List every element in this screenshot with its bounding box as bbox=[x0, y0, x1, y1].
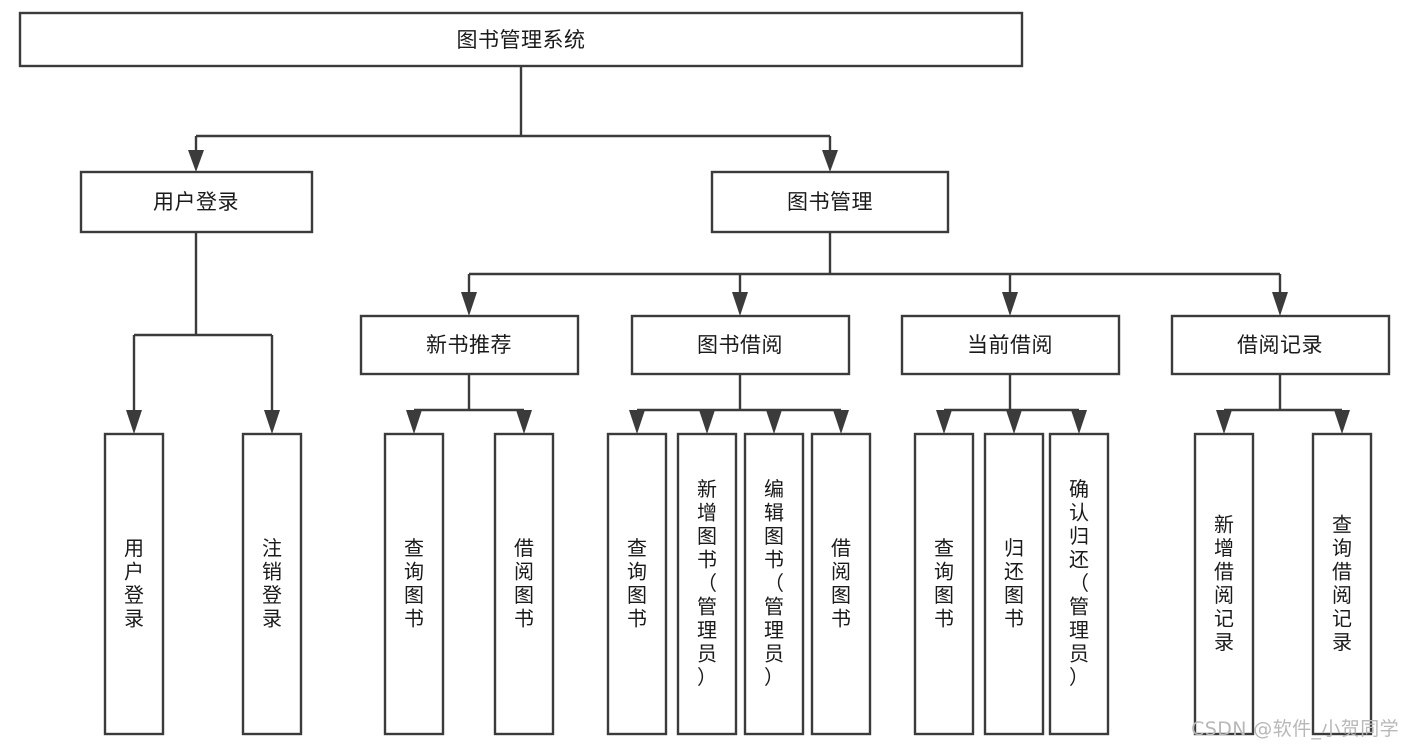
leaf-query-book-c-box[interactable] bbox=[913, 432, 975, 736]
leaf-query-book-b[interactable]: 查询图书 bbox=[606, 432, 668, 736]
book-manage-box[interactable] bbox=[710, 170, 950, 234]
leaf-logout-label: 注销登录 bbox=[262, 535, 282, 630]
arrow-root-to-userlogin bbox=[188, 150, 204, 172]
leaf-add-book-admin-box[interactable] bbox=[676, 432, 738, 736]
leaf-user-login-label: 用户登录 bbox=[124, 535, 144, 630]
book-borrow-box[interactable] bbox=[630, 314, 851, 376]
leaf-query-record-box[interactable] bbox=[1311, 432, 1373, 736]
leaf-confirm-return-admin-label: 确认归还（管理员） bbox=[1069, 477, 1089, 689]
leaf-borrow-book-a-box[interactable] bbox=[493, 432, 555, 736]
book-borrow-label: 图书借阅 bbox=[697, 333, 783, 357]
arrow-newbook-leaf1 bbox=[406, 410, 422, 434]
root-box[interactable] bbox=[18, 11, 1024, 68]
arrow-current-leaf2 bbox=[1006, 410, 1022, 434]
leaf-return-book[interactable]: 归还图书 bbox=[983, 432, 1045, 736]
leaf-borrow-book-b-box[interactable] bbox=[810, 432, 872, 736]
leaf-add-book-admin-label: 新增图书（管理员） bbox=[697, 477, 717, 689]
leaf-edit-book-admin[interactable]: 编辑图书（管理员） bbox=[743, 432, 805, 736]
node-book-borrow[interactable]: 图书借阅 bbox=[630, 314, 851, 376]
user-login-label: 用户登录 bbox=[153, 190, 239, 214]
leaf-edit-book-admin-box[interactable] bbox=[743, 432, 805, 736]
borrow-record-box[interactable] bbox=[1170, 314, 1391, 376]
root-label: 图书管理系统 bbox=[457, 28, 586, 52]
arrow-userlogin-leaf2 bbox=[264, 410, 280, 434]
arrow-record-leaf1 bbox=[1216, 410, 1232, 434]
node-user-login[interactable]: 用户登录 bbox=[79, 170, 314, 234]
leaf-add-record[interactable]: 新增借阅记录 bbox=[1193, 432, 1255, 736]
user-login-box[interactable] bbox=[79, 170, 314, 234]
node-new-book-recommend[interactable]: 新书推荐 bbox=[359, 314, 580, 376]
arrow-borrow-leaf2 bbox=[699, 410, 715, 434]
leaf-query-book-a-box[interactable] bbox=[383, 432, 445, 736]
arrow-current-leaf1 bbox=[936, 410, 952, 434]
leaf-borrow-book-a-label: 借阅图书 bbox=[514, 535, 534, 630]
arrow-root-to-bookmanage bbox=[822, 150, 838, 172]
arrow-borrow-leaf4 bbox=[833, 410, 849, 434]
current-borrow-box[interactable] bbox=[900, 314, 1121, 376]
leaf-user-login[interactable]: 用户登录 bbox=[103, 432, 165, 736]
leaf-confirm-return-admin-box[interactable] bbox=[1048, 432, 1110, 736]
leaf-confirm-return-admin[interactable]: 确认归还（管理员） bbox=[1048, 432, 1110, 736]
leaf-user-login-box[interactable] bbox=[103, 432, 165, 736]
new-book-box[interactable] bbox=[359, 314, 580, 376]
leaf-add-book-admin[interactable]: 新增图书（管理员） bbox=[676, 432, 738, 736]
edge-layer bbox=[126, 66, 1350, 434]
csdn-watermark: CSDN @软件_小贺同学 bbox=[1191, 718, 1399, 740]
leaf-query-record[interactable]: 查询借阅记录 bbox=[1311, 432, 1373, 736]
leaf-borrow-book-b[interactable]: 借阅图书 bbox=[810, 432, 872, 736]
leaf-query-book-a-label: 查询图书 bbox=[404, 535, 424, 630]
leaf-borrow-book-b-label: 借阅图书 bbox=[831, 535, 851, 630]
arrow-current-leaf3 bbox=[1071, 410, 1087, 434]
arrow-newbook-leaf2 bbox=[516, 410, 532, 434]
new-book-label: 新书推荐 bbox=[426, 333, 512, 357]
leaf-query-book-b-label: 查询图书 bbox=[627, 535, 647, 630]
leaf-query-book-a[interactable]: 查询图书 bbox=[383, 432, 445, 736]
arrow-bm-to-current bbox=[1002, 292, 1018, 316]
leaf-return-book-box[interactable] bbox=[983, 432, 1045, 736]
arrow-bm-to-newbook bbox=[461, 292, 477, 316]
leaf-query-record-label: 查询借阅记录 bbox=[1332, 512, 1352, 654]
arrow-userlogin-leaf1 bbox=[126, 410, 142, 434]
leaf-borrow-book-a[interactable]: 借阅图书 bbox=[493, 432, 555, 736]
arrow-record-leaf2 bbox=[1334, 410, 1350, 434]
node-root-system[interactable]: 图书管理系统 bbox=[18, 11, 1024, 68]
leaf-edit-book-admin-label: 编辑图书（管理员） bbox=[764, 477, 784, 689]
arrow-bm-to-record bbox=[1272, 292, 1288, 316]
leaf-query-book-c[interactable]: 查询图书 bbox=[913, 432, 975, 736]
node-current-borrow[interactable]: 当前借阅 bbox=[900, 314, 1121, 376]
borrow-record-label: 借阅记录 bbox=[1237, 333, 1323, 357]
leaf-logout[interactable]: 注销登录 bbox=[241, 432, 303, 736]
leaf-add-record-label: 新增借阅记录 bbox=[1214, 512, 1234, 654]
current-borrow-label: 当前借阅 bbox=[967, 333, 1053, 357]
leaf-query-book-b-box[interactable] bbox=[606, 432, 668, 736]
leaf-logout-box[interactable] bbox=[241, 432, 303, 736]
arrow-borrow-leaf3 bbox=[766, 410, 782, 434]
leaf-return-book-label: 归还图书 bbox=[1004, 535, 1024, 630]
node-borrow-record[interactable]: 借阅记录 bbox=[1170, 314, 1391, 376]
arrow-borrow-leaf1 bbox=[629, 410, 645, 434]
leaf-add-record-box[interactable] bbox=[1193, 432, 1255, 736]
book-manage-label: 图书管理 bbox=[787, 190, 873, 214]
arrow-bm-to-borrow bbox=[732, 292, 748, 316]
node-book-manage[interactable]: 图书管理 bbox=[710, 170, 950, 234]
leaf-query-book-c-label: 查询图书 bbox=[934, 535, 954, 630]
